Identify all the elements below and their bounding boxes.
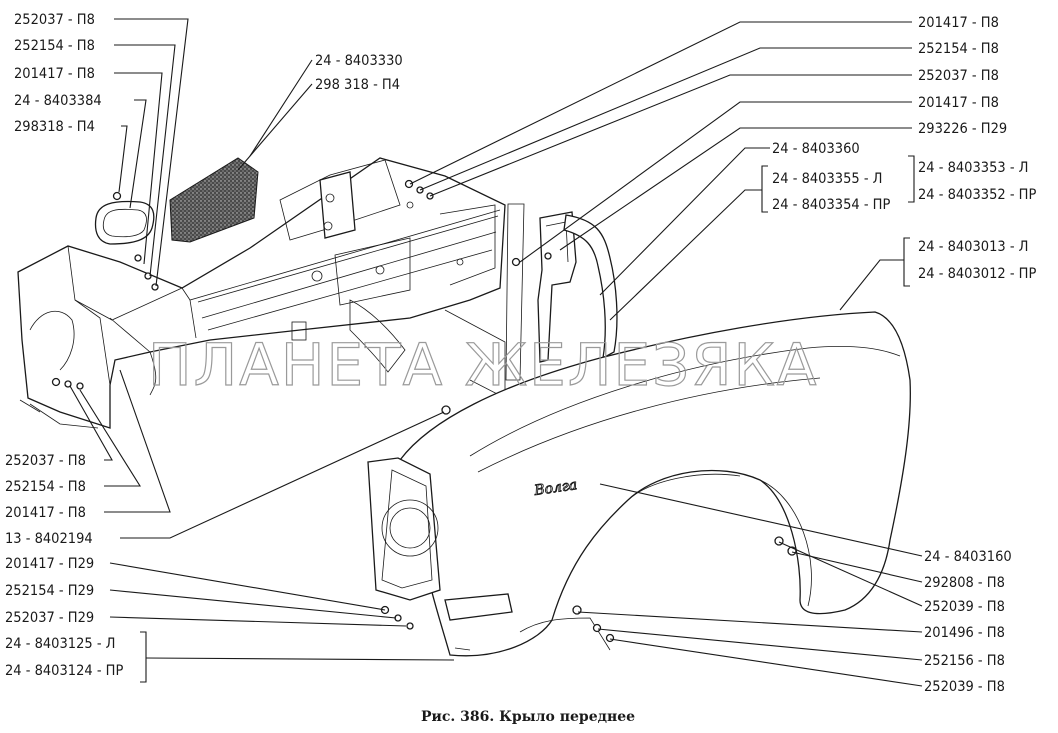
label-r02: 252154 - П8 [918, 41, 999, 57]
label-l13: 252154 - П29 [5, 583, 94, 599]
label-r13: 24 - 8403160 [924, 549, 1012, 565]
label-r04: 201417 - П8 [918, 95, 999, 111]
label-l10: 201417 - П8 [5, 505, 86, 521]
label-r11: 24 - 8403013 - Л [918, 239, 1028, 255]
label-r09: 24 - 8403353 - Л [918, 160, 1028, 176]
label-l16: 24 - 8403124 - ПР [5, 663, 123, 679]
labels-left: 252037 - П8 252154 - П8 201417 - П8 24 -… [5, 12, 403, 679]
label-r17: 252156 - П8 [924, 653, 1005, 669]
cover-plate [94, 200, 155, 245]
fender-apron-assembly [17, 157, 506, 429]
label-r14: 292808 - П8 [924, 575, 1005, 591]
label-r16: 201496 - П8 [924, 625, 1005, 641]
label-r07: 24 - 8403355 - Л [772, 171, 882, 187]
label-r05: 293226 - П29 [918, 121, 1007, 137]
label-r01: 201417 - П8 [918, 15, 999, 31]
label-l11: 13 - 8402194 [5, 531, 93, 547]
watermark-text: ПЛАНЕТА ЖЕЛЕЗЯКА [148, 331, 818, 399]
label-l14: 252037 - П29 [5, 610, 94, 626]
label-l02: 252154 - П8 [14, 38, 95, 54]
label-l08: 252037 - П8 [5, 453, 86, 469]
label-r12: 24 - 8403012 - ПР [918, 266, 1036, 282]
label-l06: 24 - 8403330 [315, 53, 403, 69]
splash-shield-panel [505, 203, 618, 381]
label-l03: 201417 - П8 [14, 66, 95, 82]
label-r08: 24 - 8403354 - ПР [772, 197, 890, 213]
label-r18: 252039 - П8 [924, 679, 1005, 695]
label-r10: 24 - 8403352 - ПР [918, 187, 1036, 203]
label-r06: 24 - 8403360 [772, 141, 860, 157]
model-badge: Волга [532, 477, 579, 500]
insulation-pad [169, 157, 259, 243]
labels-right: 201417 - П8 252154 - П8 252037 - П8 2014… [772, 15, 1036, 695]
label-l15: 24 - 8403125 - Л [5, 636, 115, 652]
leader-lines [69, 18, 923, 687]
label-l05: 298318 - П4 [14, 119, 95, 135]
label-l04: 24 - 8403384 [14, 93, 102, 109]
label-l01: 252037 - П8 [14, 12, 95, 28]
badge-text: Волга [532, 477, 578, 499]
front-fender [399, 311, 911, 657]
figure-caption: Рис. 386. Крыло переднее [421, 709, 635, 725]
label-l09: 252154 - П8 [5, 479, 86, 495]
headlamp-bracket [367, 457, 441, 601]
label-r03: 252037 - П8 [918, 68, 999, 84]
label-l12: 201417 - П29 [5, 556, 94, 572]
label-r15: 252039 - П8 [924, 599, 1005, 615]
label-l07: 298 318 - П4 [315, 77, 400, 93]
